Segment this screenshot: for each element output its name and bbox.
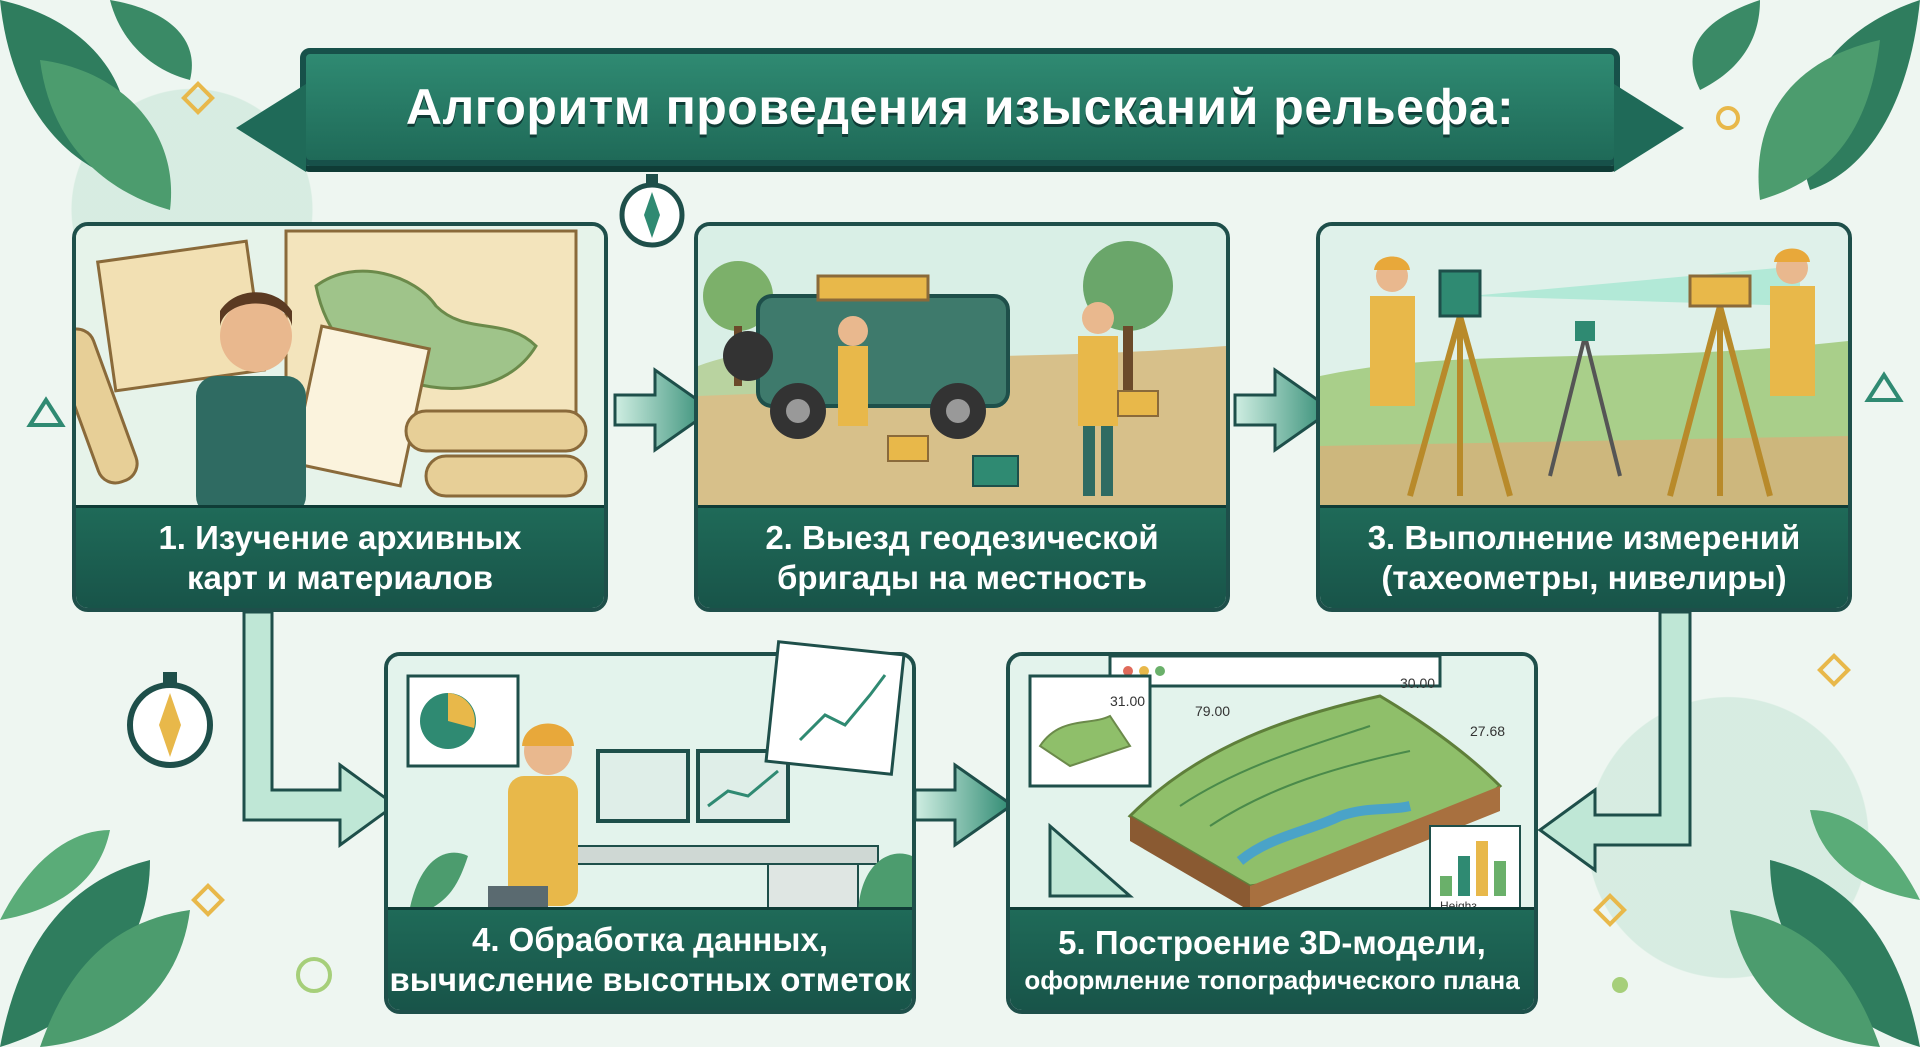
step-1-line1: 1. Изучение архивных — [158, 519, 522, 556]
step-1-line2: карт и материалов — [187, 559, 493, 596]
peak-value-label: 30.00 — [1400, 675, 1435, 691]
deco-diamonds — [181, 81, 1851, 927]
leaf-bottom-left-icon — [0, 830, 190, 1047]
right-value-label: 27.68 — [1470, 723, 1505, 739]
step-card-2: 2. Выезд геодезической бригады на местно… — [694, 222, 1230, 612]
measurements-illustration — [1320, 226, 1848, 516]
compass-left-icon — [127, 672, 213, 768]
data-processing-illustration — [388, 656, 912, 918]
step-card-3: 3. Выполнение измерений (тахеометры, нив… — [1316, 222, 1852, 612]
step-5-line1: 5. Построение 3D-модели, — [1058, 924, 1486, 961]
step-card-5: 31.00 79.00 30.00 27.68 Heighз 5. Постро… — [1006, 652, 1538, 1014]
step-caption-2: 2. Выезд геодезической бригады на местно… — [698, 505, 1226, 608]
step-card-4: 4. Обработка данных, вычисление высотных… — [384, 652, 916, 1014]
step-caption-5: 5. Построение 3D-модели, оформление топо… — [1010, 907, 1534, 1010]
step-caption-3: 3. Выполнение измерений (тахеометры, нив… — [1320, 505, 1848, 608]
window-value-label: 31.00 — [1110, 693, 1145, 709]
step-4-line1: 4. Обработка данных, — [471, 921, 829, 958]
step-3-line1: 3. Выполнение измерений — [1367, 519, 1801, 556]
deco-triangles — [26, 371, 1904, 427]
step-caption-4: 4. Обработка данных, вычисление высотных… — [388, 907, 912, 1010]
step-4-line2: вычисление высотных отметок — [389, 961, 911, 998]
step-caption-1: 1. Изучение архивных карт и материалов — [76, 505, 604, 608]
step-card-1: 1. Изучение архивных карт и материалов — [72, 222, 608, 612]
step-3-line2: (тахеометры, нивелиры) — [1381, 559, 1787, 596]
left-value-label: 79.00 — [1195, 703, 1230, 719]
arrows — [242, 367, 1692, 873]
archive-maps-illustration — [76, 226, 604, 516]
step-5-line2: оформление топографического плана — [1024, 965, 1520, 995]
leaf-top-right-icon — [1692, 0, 1920, 200]
title-banner: Алгоритм проведения изысканий рельефа: — [236, 48, 1684, 172]
field-team-illustration — [698, 226, 1226, 516]
leaf-bottom-right-icon — [1730, 810, 1920, 1047]
step-2-line1: 2. Выезд геодезической — [765, 519, 1159, 556]
page-title: Алгоритм проведения изысканий рельефа: — [405, 79, 1515, 135]
step-2-line2: бригады на местность — [777, 559, 1147, 596]
leaf-top-left-icon — [0, 0, 192, 210]
compass-icon — [619, 174, 685, 248]
3d-model-illustration: 31.00 79.00 30.00 27.68 Heighз — [1010, 656, 1534, 918]
